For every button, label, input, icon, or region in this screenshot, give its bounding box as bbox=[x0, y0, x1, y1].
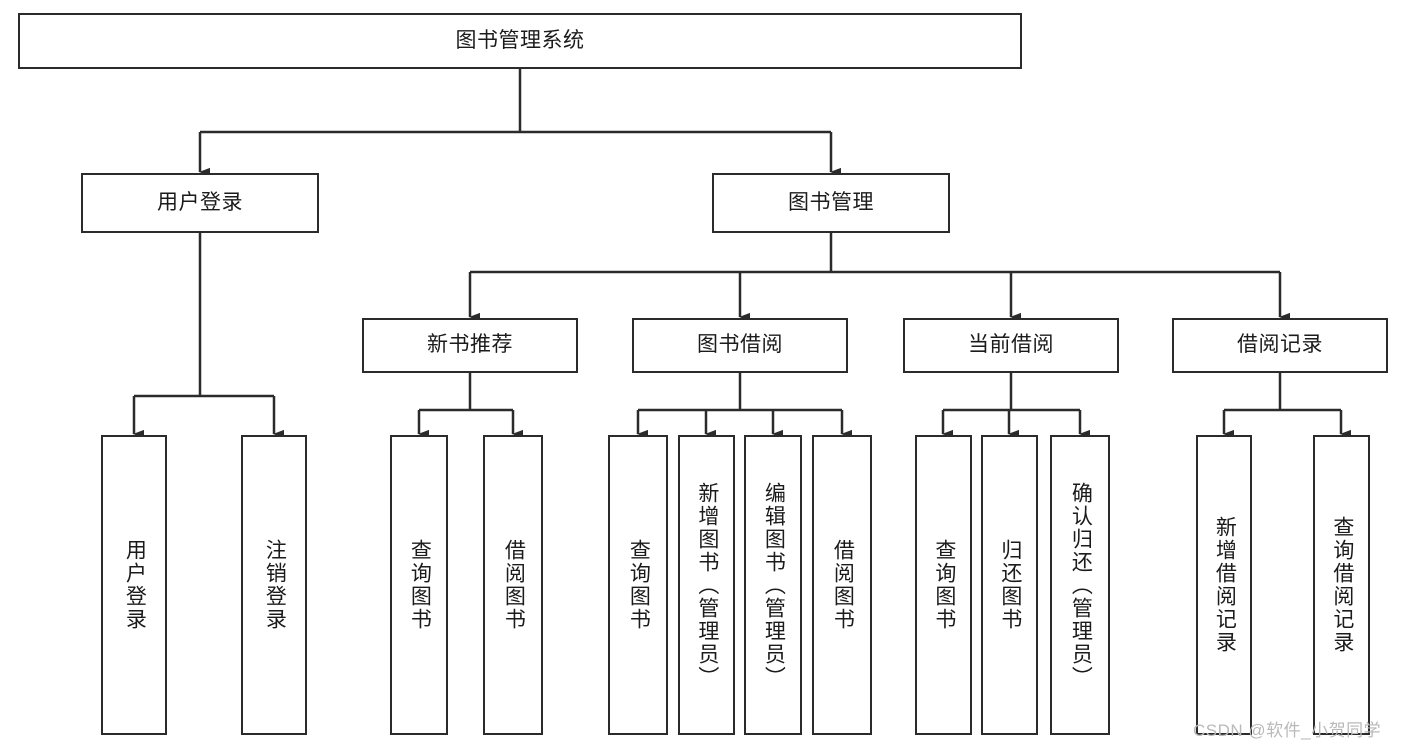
node-leaf-user-logout[interactable]: 注销登录 bbox=[241, 435, 307, 735]
node-label-leaf-add-book: 新增图书（管理员） bbox=[695, 481, 719, 689]
node-leaf-borrow-book-1[interactable]: 借阅图书 bbox=[483, 435, 543, 735]
node-label-leaf-add-record: 新增借阅记录 bbox=[1213, 516, 1237, 654]
node-leaf-return-book[interactable]: 归还图书 bbox=[981, 435, 1038, 735]
node-leaf-user-login[interactable]: 用户登录 bbox=[101, 435, 167, 735]
node-label-bookmgmt: 图书管理 bbox=[788, 190, 874, 214]
node-label-leaf-query-book-2: 查询图书 bbox=[627, 539, 651, 631]
node-leaf-edit-book[interactable]: 编辑图书（管理员） bbox=[744, 435, 802, 735]
node-label-login: 用户登录 bbox=[157, 190, 243, 214]
node-label-leaf-edit-book: 编辑图书（管理员） bbox=[762, 481, 786, 689]
node-root[interactable]: 图书管理系统 bbox=[18, 13, 1022, 69]
node-label-current: 当前借阅 bbox=[968, 333, 1054, 357]
node-label-root: 图书管理系统 bbox=[455, 28, 585, 52]
node-label-leaf-query-book-3: 查询图书 bbox=[932, 539, 956, 631]
node-leaf-query-book-2[interactable]: 查询图书 bbox=[608, 435, 668, 735]
node-leaf-confirm-return[interactable]: 确认归还（管理员） bbox=[1050, 435, 1110, 735]
node-current[interactable]: 当前借阅 bbox=[903, 318, 1119, 373]
node-label-leaf-return-book: 归还图书 bbox=[998, 539, 1022, 631]
node-label-leaf-user-logout: 注销登录 bbox=[263, 539, 287, 631]
node-label-leaf-user-login: 用户登录 bbox=[123, 539, 147, 631]
node-label-records: 借阅记录 bbox=[1237, 333, 1323, 357]
node-label-borrow: 图书借阅 bbox=[697, 333, 783, 357]
node-label-newbook: 新书推荐 bbox=[427, 333, 513, 357]
node-label-leaf-confirm-return: 确认归还（管理员） bbox=[1069, 481, 1093, 689]
node-records[interactable]: 借阅记录 bbox=[1172, 318, 1388, 373]
node-label-leaf-query-book-1: 查询图书 bbox=[408, 539, 432, 631]
node-label-leaf-borrow-book-2: 借阅图书 bbox=[831, 539, 855, 631]
node-newbook[interactable]: 新书推荐 bbox=[362, 318, 578, 373]
edge-paths bbox=[132, 69, 1351, 439]
node-leaf-add-record[interactable]: 新增借阅记录 bbox=[1196, 435, 1252, 735]
node-label-leaf-query-record: 查询借阅记录 bbox=[1330, 516, 1354, 654]
node-leaf-borrow-book-2[interactable]: 借阅图书 bbox=[812, 435, 872, 735]
node-leaf-query-book-3[interactable]: 查询图书 bbox=[915, 435, 972, 735]
node-leaf-add-book[interactable]: 新增图书（管理员） bbox=[678, 435, 735, 735]
node-leaf-query-book-1[interactable]: 查询图书 bbox=[390, 435, 448, 735]
node-label-leaf-borrow-book-1: 借阅图书 bbox=[502, 539, 526, 631]
node-borrow[interactable]: 图书借阅 bbox=[632, 318, 848, 373]
csdn-watermark: CSDN @软件_小贺同学 bbox=[1193, 721, 1382, 740]
node-bookmgmt[interactable]: 图书管理 bbox=[712, 173, 950, 233]
node-leaf-query-record[interactable]: 查询借阅记录 bbox=[1313, 435, 1370, 735]
node-login[interactable]: 用户登录 bbox=[81, 173, 319, 233]
